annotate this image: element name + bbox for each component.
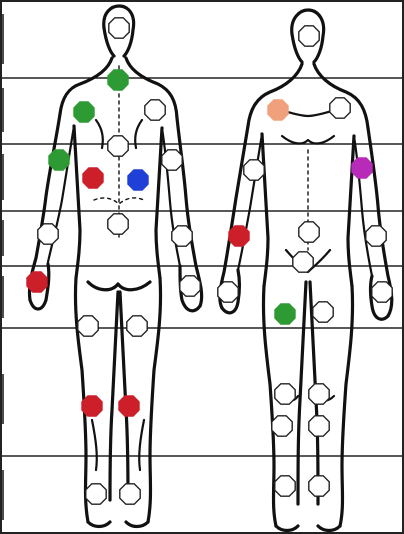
front-view-marker-left-knee[interactable]	[275, 384, 295, 404]
back-view-marker-left-upper-arm[interactable]	[49, 150, 69, 170]
front-view-markers	[218, 26, 392, 496]
front-view-marker-right-shoulder[interactable]	[330, 98, 350, 118]
front-view-marker-right-upper-arm[interactable]	[352, 158, 372, 178]
front-view-marker-abdomen[interactable]	[299, 222, 319, 242]
front-view-marker-head[interactable]	[299, 26, 319, 46]
front-view-marker-left-shoulder[interactable]	[268, 100, 288, 120]
front-view-marker-right-hand[interactable]	[372, 282, 392, 302]
back-view-marker-head[interactable]	[109, 18, 129, 38]
front-view-marker-left-upper-arm[interactable]	[244, 160, 264, 180]
back-view-marker-right-hand[interactable]	[180, 276, 200, 296]
back-view-marker-right-ankle[interactable]	[120, 484, 140, 504]
front-view-marker-left-ankle[interactable]	[275, 476, 295, 496]
back-view-marker-right-knee[interactable]	[119, 396, 139, 416]
back-view-markers	[27, 18, 200, 504]
front-view-marker-left-forearm[interactable]	[229, 226, 249, 246]
front-view-marker-pelvis[interactable]	[293, 252, 313, 272]
back-view-marker-left-shoulder[interactable]	[74, 102, 94, 122]
back-view-marker-right-upper-arm[interactable]	[162, 150, 182, 170]
back-view-marker-mid-back[interactable]	[108, 136, 128, 156]
front-view-marker-right-thigh[interactable]	[313, 302, 333, 322]
front-view-marker-right-knee[interactable]	[309, 384, 329, 404]
front-view-marker-right-ankle[interactable]	[309, 476, 329, 496]
back-view-marker-left-hand[interactable]	[27, 272, 47, 292]
back-view-marker-right-thigh[interactable]	[127, 316, 147, 336]
back-view-marker-left-lower-back[interactable]	[83, 168, 103, 188]
front-view-marker-left-shin[interactable]	[272, 416, 292, 436]
front-view-marker-left-hand[interactable]	[218, 282, 238, 302]
back-view-marker-right-shoulder[interactable]	[145, 100, 165, 120]
back-view-marker-left-thigh[interactable]	[78, 316, 98, 336]
back-view-marker-right-lower-back[interactable]	[128, 170, 148, 190]
back-view-marker-left-ankle[interactable]	[86, 484, 106, 504]
front-view-marker-left-thigh[interactable]	[275, 304, 295, 324]
marker-layer	[27, 18, 392, 504]
back-view-marker-upper-back[interactable]	[108, 70, 128, 90]
back-view-marker-left-forearm[interactable]	[38, 224, 58, 244]
back-view-marker-right-forearm[interactable]	[172, 226, 192, 246]
front-view-marker-right-forearm[interactable]	[366, 226, 386, 246]
back-view-marker-lumbar[interactable]	[108, 214, 128, 234]
back-view-marker-left-knee[interactable]	[82, 396, 102, 416]
front-view-marker-right-shin[interactable]	[309, 416, 329, 436]
